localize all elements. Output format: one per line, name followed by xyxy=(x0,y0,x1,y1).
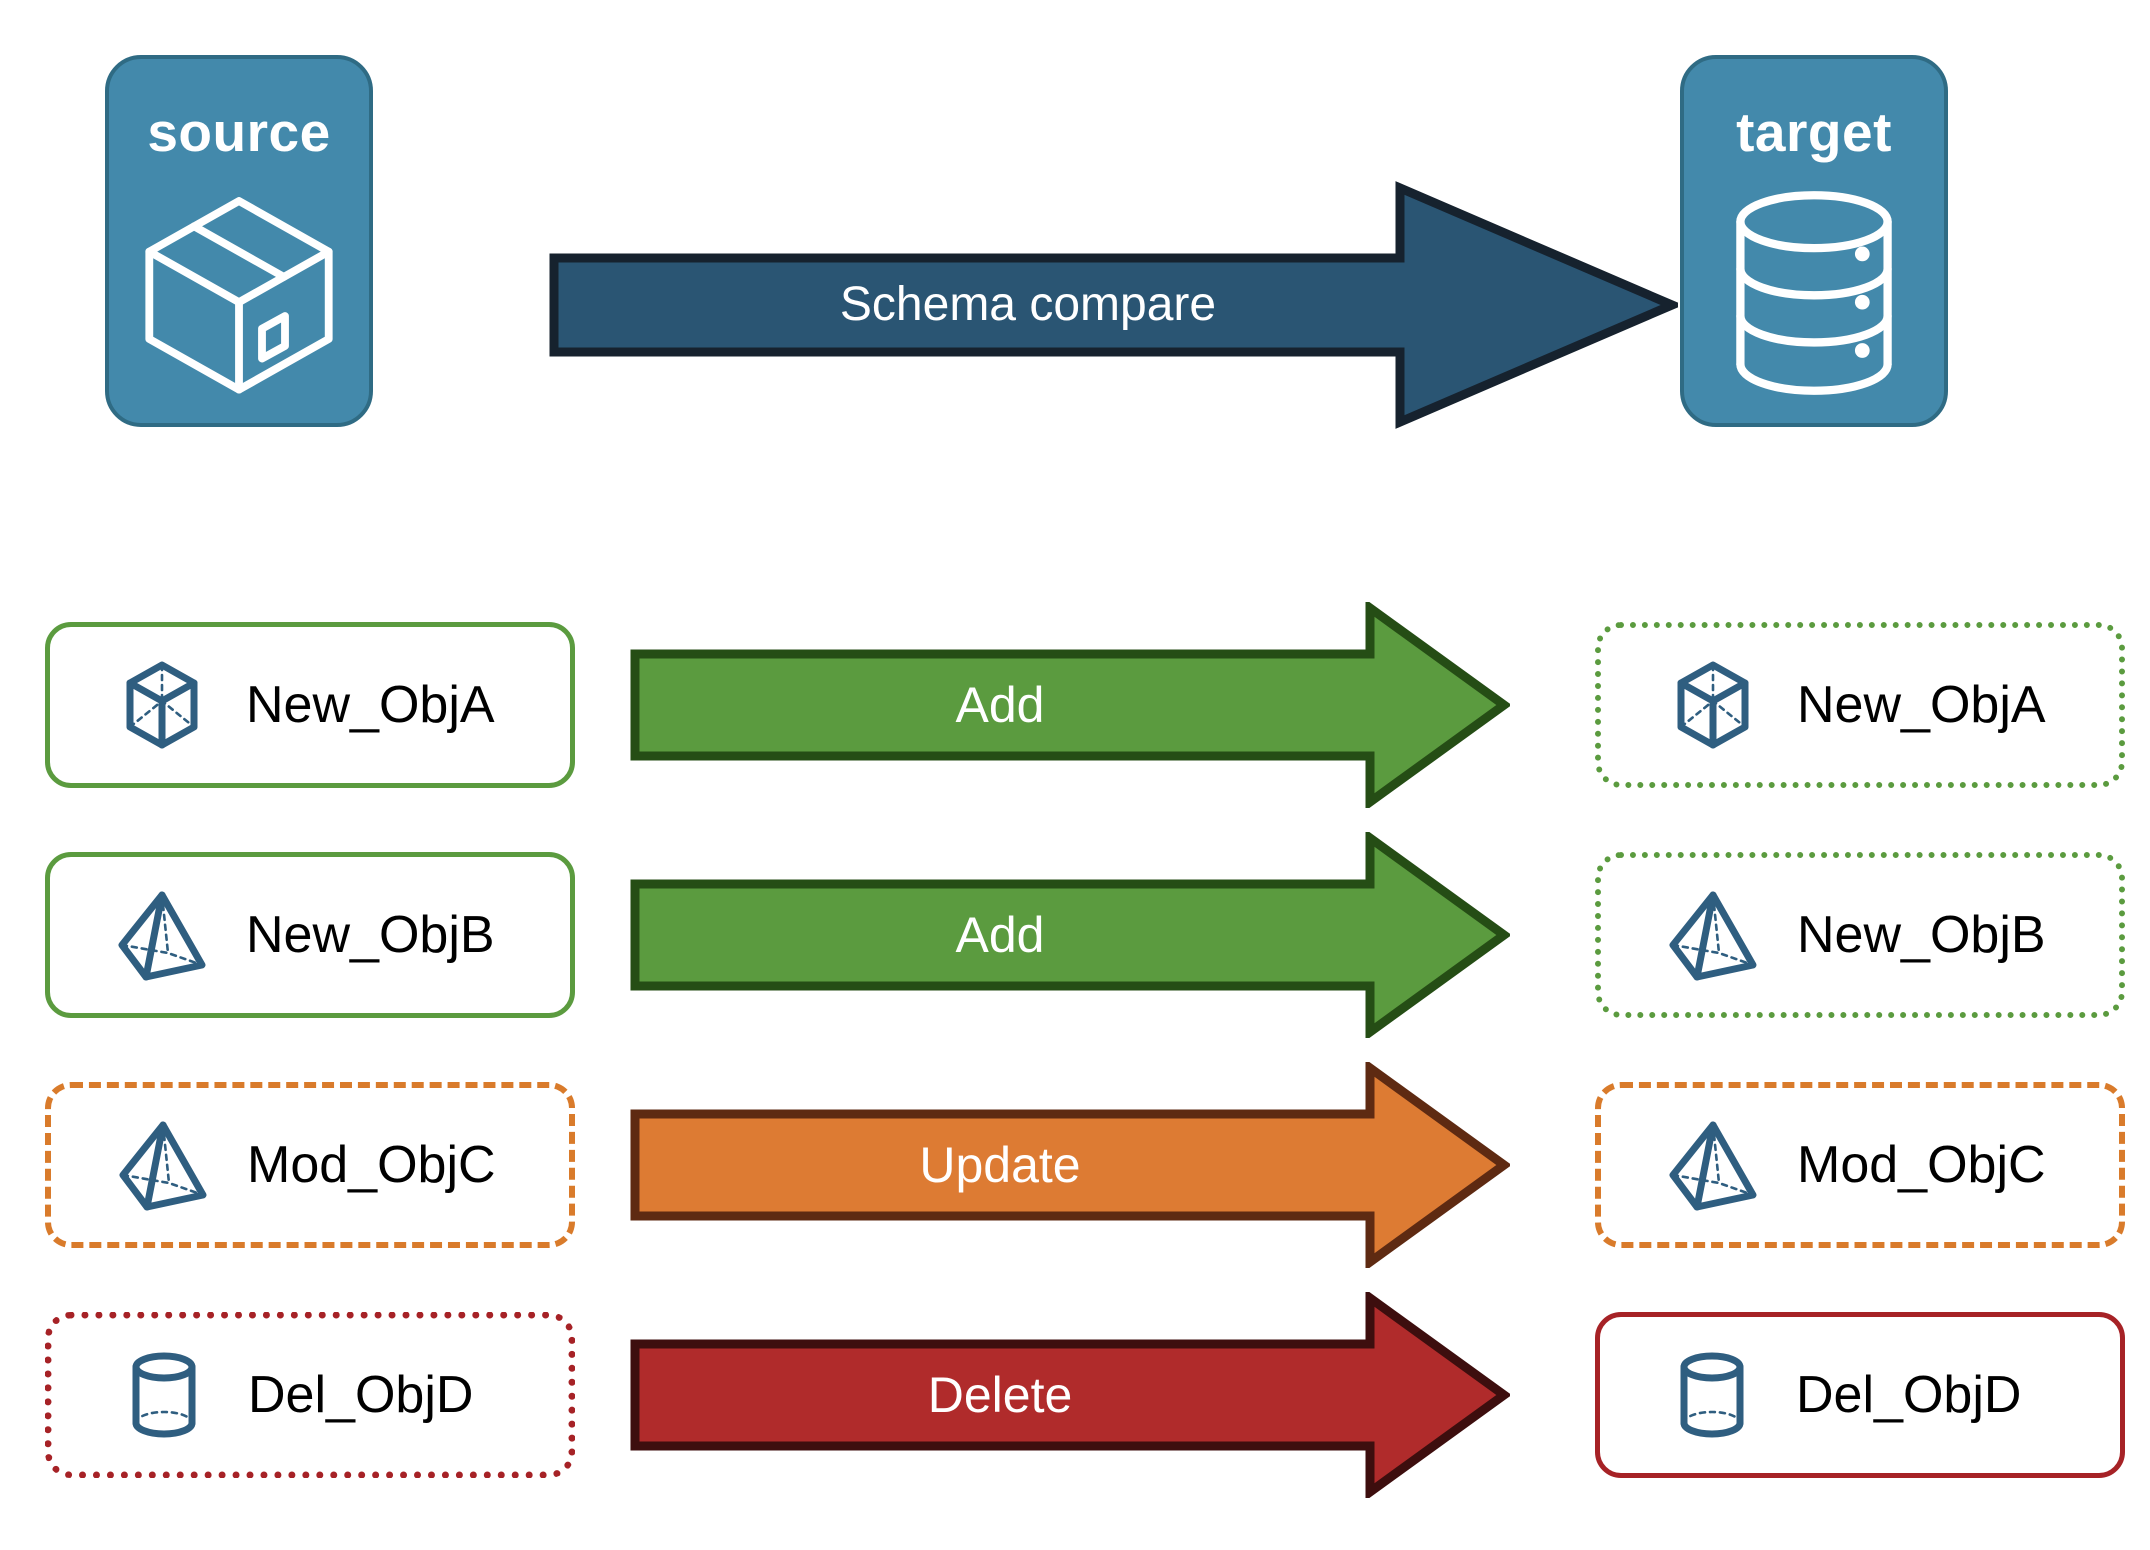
source-panel[interactable]: source xyxy=(105,55,373,427)
source-object-label: Mod_ObjC xyxy=(247,1136,496,1194)
target-object-label: New_ObjB xyxy=(1797,906,2046,964)
action-arrow-shape xyxy=(630,1059,1512,1271)
action-arrow-add[interactable]: Add xyxy=(630,829,1512,1041)
schema-compare-arrow-shape xyxy=(549,181,1684,429)
target-object-label: New_ObjA xyxy=(1797,676,2046,734)
target-object-card[interactable]: New_ObjB xyxy=(1595,852,2125,1018)
source-object-card[interactable]: Mod_ObjC xyxy=(45,1082,575,1248)
source-object-label: Del_ObjD xyxy=(248,1366,474,1424)
source-title: source xyxy=(147,101,331,163)
action-arrow-delete[interactable]: Delete xyxy=(630,1289,1512,1501)
action-arrow-shape xyxy=(630,599,1512,811)
wireframe-cylinder-icon xyxy=(132,1352,196,1438)
wireframe-pyramid-icon xyxy=(1669,1121,1757,1211)
source-object-card[interactable]: New_ObjB xyxy=(45,852,575,1018)
schema-compare-arrow[interactable]: Schema compare xyxy=(548,180,1684,430)
action-arrow-shape xyxy=(630,1289,1512,1501)
database-cylinder-icon xyxy=(1736,191,1892,395)
action-arrow-shape xyxy=(630,829,1512,1041)
target-object-label: Del_ObjD xyxy=(1796,1366,2022,1424)
source-object-card[interactable]: Del_ObjD xyxy=(45,1312,575,1478)
wireframe-cylinder-icon xyxy=(1680,1352,1744,1438)
target-title: target xyxy=(1736,101,1892,163)
wireframe-cube-icon xyxy=(126,661,198,749)
wireframe-pyramid-icon xyxy=(118,891,206,981)
wireframe-pyramid-icon xyxy=(1669,891,1757,981)
target-panel[interactable]: target xyxy=(1680,55,1948,427)
source-object-label: New_ObjA xyxy=(246,676,495,734)
package-box-icon xyxy=(145,197,333,394)
target-object-card[interactable]: Del_ObjD xyxy=(1595,1312,2125,1478)
action-arrow-add[interactable]: Add xyxy=(630,599,1512,811)
target-object-card[interactable]: Mod_ObjC xyxy=(1595,1082,2125,1248)
action-arrow-update[interactable]: Update xyxy=(630,1059,1512,1271)
wireframe-pyramid-icon xyxy=(119,1121,207,1211)
source-object-label: New_ObjB xyxy=(246,906,495,964)
target-object-label: Mod_ObjC xyxy=(1797,1136,2046,1194)
wireframe-cube-icon xyxy=(1677,661,1749,749)
source-object-card[interactable]: New_ObjA xyxy=(45,622,575,788)
target-object-card[interactable]: New_ObjA xyxy=(1595,622,2125,788)
